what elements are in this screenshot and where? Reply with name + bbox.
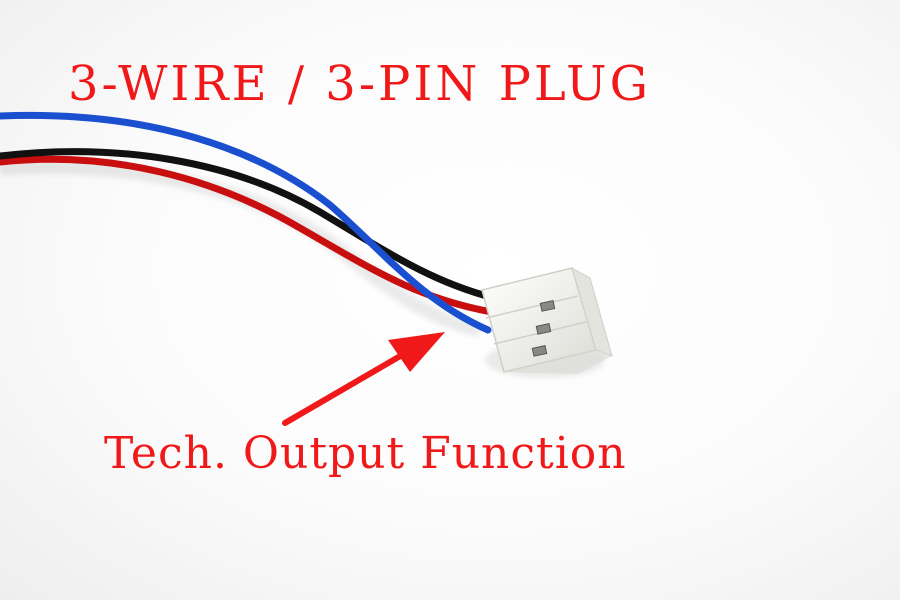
blue-wire	[0, 111, 492, 334]
wire-shadow	[0, 159, 482, 337]
black-wire	[0, 148, 498, 302]
annotation-label: Tech. Output Function	[104, 428, 627, 479]
arrow	[282, 332, 445, 426]
connector-plug	[481, 266, 613, 374]
title: 3-WIRE / 3-PIN PLUG	[68, 56, 651, 112]
